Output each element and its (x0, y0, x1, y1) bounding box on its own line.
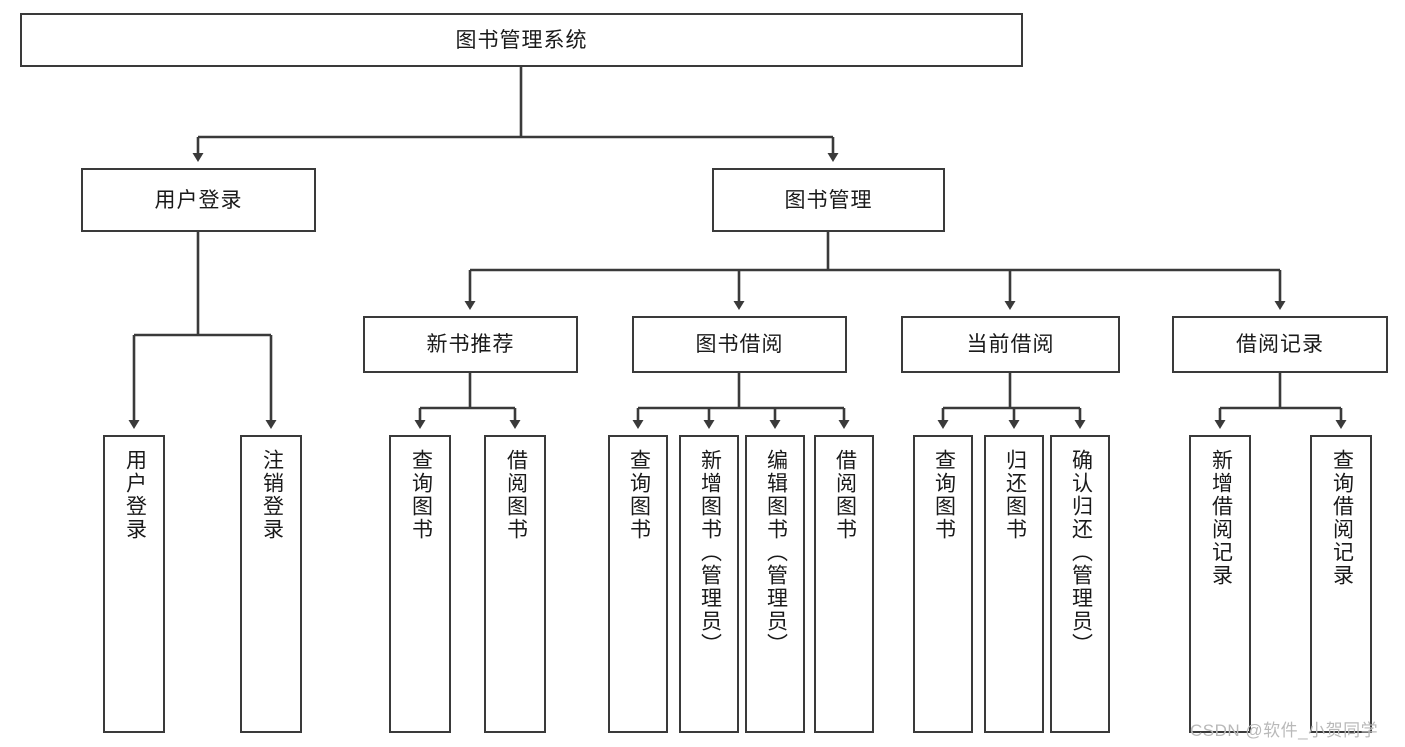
node-图书借阅[interactable]: 图书借阅 (632, 316, 847, 373)
node-新书推荐[interactable]: 新书推荐 (363, 316, 578, 373)
leaf-label: 注销登录 (260, 449, 284, 541)
leaf-注销登录-1[interactable]: 注销登录 (240, 435, 302, 733)
node-label: 图书管理 (784, 188, 873, 212)
leaf-label: 编辑图书（管理员） (764, 449, 788, 656)
leaf-用户登录-0[interactable]: 用户登录 (103, 435, 165, 733)
leaf-新增借阅记录-11[interactable]: 新增借阅记录 (1189, 435, 1251, 733)
leaf-归还图书-9[interactable]: 归还图书 (984, 435, 1044, 733)
leaf-查询图书-2[interactable]: 查询图书 (389, 435, 451, 733)
leaf-label: 新增图书（管理员） (698, 449, 722, 656)
leaf-确认归还管理员-10[interactable]: 确认归还（管理员） (1050, 435, 1110, 733)
leaf-编辑图书管理员-6[interactable]: 编辑图书（管理员） (745, 435, 805, 733)
leaf-label: 用户登录 (123, 449, 147, 541)
node-当前借阅[interactable]: 当前借阅 (901, 316, 1120, 373)
leaf-label: 查询借阅记录 (1330, 449, 1354, 587)
leaf-查询借阅记录-12[interactable]: 查询借阅记录 (1310, 435, 1372, 733)
node-root[interactable]: 图书管理系统 (20, 13, 1023, 67)
leaf-查询图书-4[interactable]: 查询图书 (608, 435, 668, 733)
leaf-查询图书-8[interactable]: 查询图书 (913, 435, 973, 733)
leaf-新增图书管理员-5[interactable]: 新增图书（管理员） (679, 435, 739, 733)
node-label: 新书推荐 (426, 333, 515, 356)
leaf-label: 查询图书 (627, 449, 651, 541)
node-借阅记录[interactable]: 借阅记录 (1172, 316, 1388, 373)
node-root-label: 图书管理系统 (455, 28, 588, 52)
leaf-借阅图书-7[interactable]: 借阅图书 (814, 435, 874, 733)
node-label: 借阅记录 (1236, 333, 1324, 356)
node-label: 用户登录 (154, 188, 243, 212)
leaf-label: 确认归还（管理员） (1069, 449, 1093, 656)
node-label: 图书借阅 (695, 333, 784, 356)
leaf-label: 借阅图书 (833, 449, 857, 541)
leaf-label: 查询图书 (932, 449, 956, 541)
leaf-label: 查询图书 (409, 449, 433, 541)
node-图书管理[interactable]: 图书管理 (712, 168, 945, 232)
leaf-label: 归还图书 (1003, 449, 1027, 541)
node-用户登录[interactable]: 用户登录 (81, 168, 316, 232)
leaf-label: 借阅图书 (504, 449, 528, 541)
leaf-借阅图书-3[interactable]: 借阅图书 (484, 435, 546, 733)
node-label: 当前借阅 (966, 333, 1055, 356)
leaf-label: 新增借阅记录 (1209, 449, 1233, 587)
